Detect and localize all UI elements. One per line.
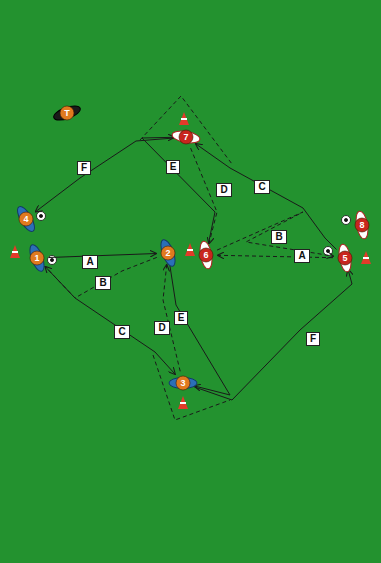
movement-arrow (49, 254, 156, 258)
player-number: 6 (191, 240, 221, 270)
player-marker: 7 (171, 122, 201, 152)
phase-letter: F (77, 161, 91, 175)
phase-letter: E (174, 311, 189, 325)
player-marker: 5 (330, 243, 360, 273)
movement-arrow (170, 265, 230, 395)
cones (10, 112, 371, 409)
movement-arrow (191, 148, 217, 243)
movement-arrow (142, 137, 215, 243)
player-marker: 8 (347, 210, 377, 240)
movement-arrow (196, 144, 337, 250)
player-number: 4 (11, 204, 41, 234)
phase-letter: B (271, 230, 286, 244)
phase-letter: A (82, 255, 97, 269)
phase-letter: D (154, 321, 169, 335)
player-marker: T (52, 98, 82, 128)
player-number: T (52, 98, 82, 128)
movement-arrow (217, 212, 333, 256)
player-number: 8 (347, 210, 377, 240)
player-number: 2 (153, 238, 183, 268)
player-number: 1 (22, 243, 52, 273)
phase-letter: F (306, 332, 320, 346)
player-marker: 6 (191, 240, 221, 270)
phase-letter: D (216, 183, 231, 197)
phase-letter: C (254, 180, 269, 194)
movement-arrow (194, 270, 352, 400)
player-marker: 4 (11, 204, 41, 234)
phase-letter: B (95, 276, 110, 290)
phase-letter: C (114, 325, 129, 339)
player-number: 3 (168, 368, 198, 398)
movement-arrow (45, 257, 157, 298)
movement-arrow (36, 138, 174, 212)
player-marker: 3 (168, 368, 198, 398)
phase-letter: A (294, 249, 309, 263)
player-number: 5 (330, 243, 360, 273)
movement-arrow (218, 255, 333, 257)
dribble-path (140, 96, 232, 420)
phase-letter: E (166, 160, 181, 174)
player-marker: 2 (153, 238, 183, 268)
player-marker: 1 (22, 243, 52, 273)
movement-arrow (45, 267, 175, 374)
player-number: 7 (171, 122, 201, 152)
